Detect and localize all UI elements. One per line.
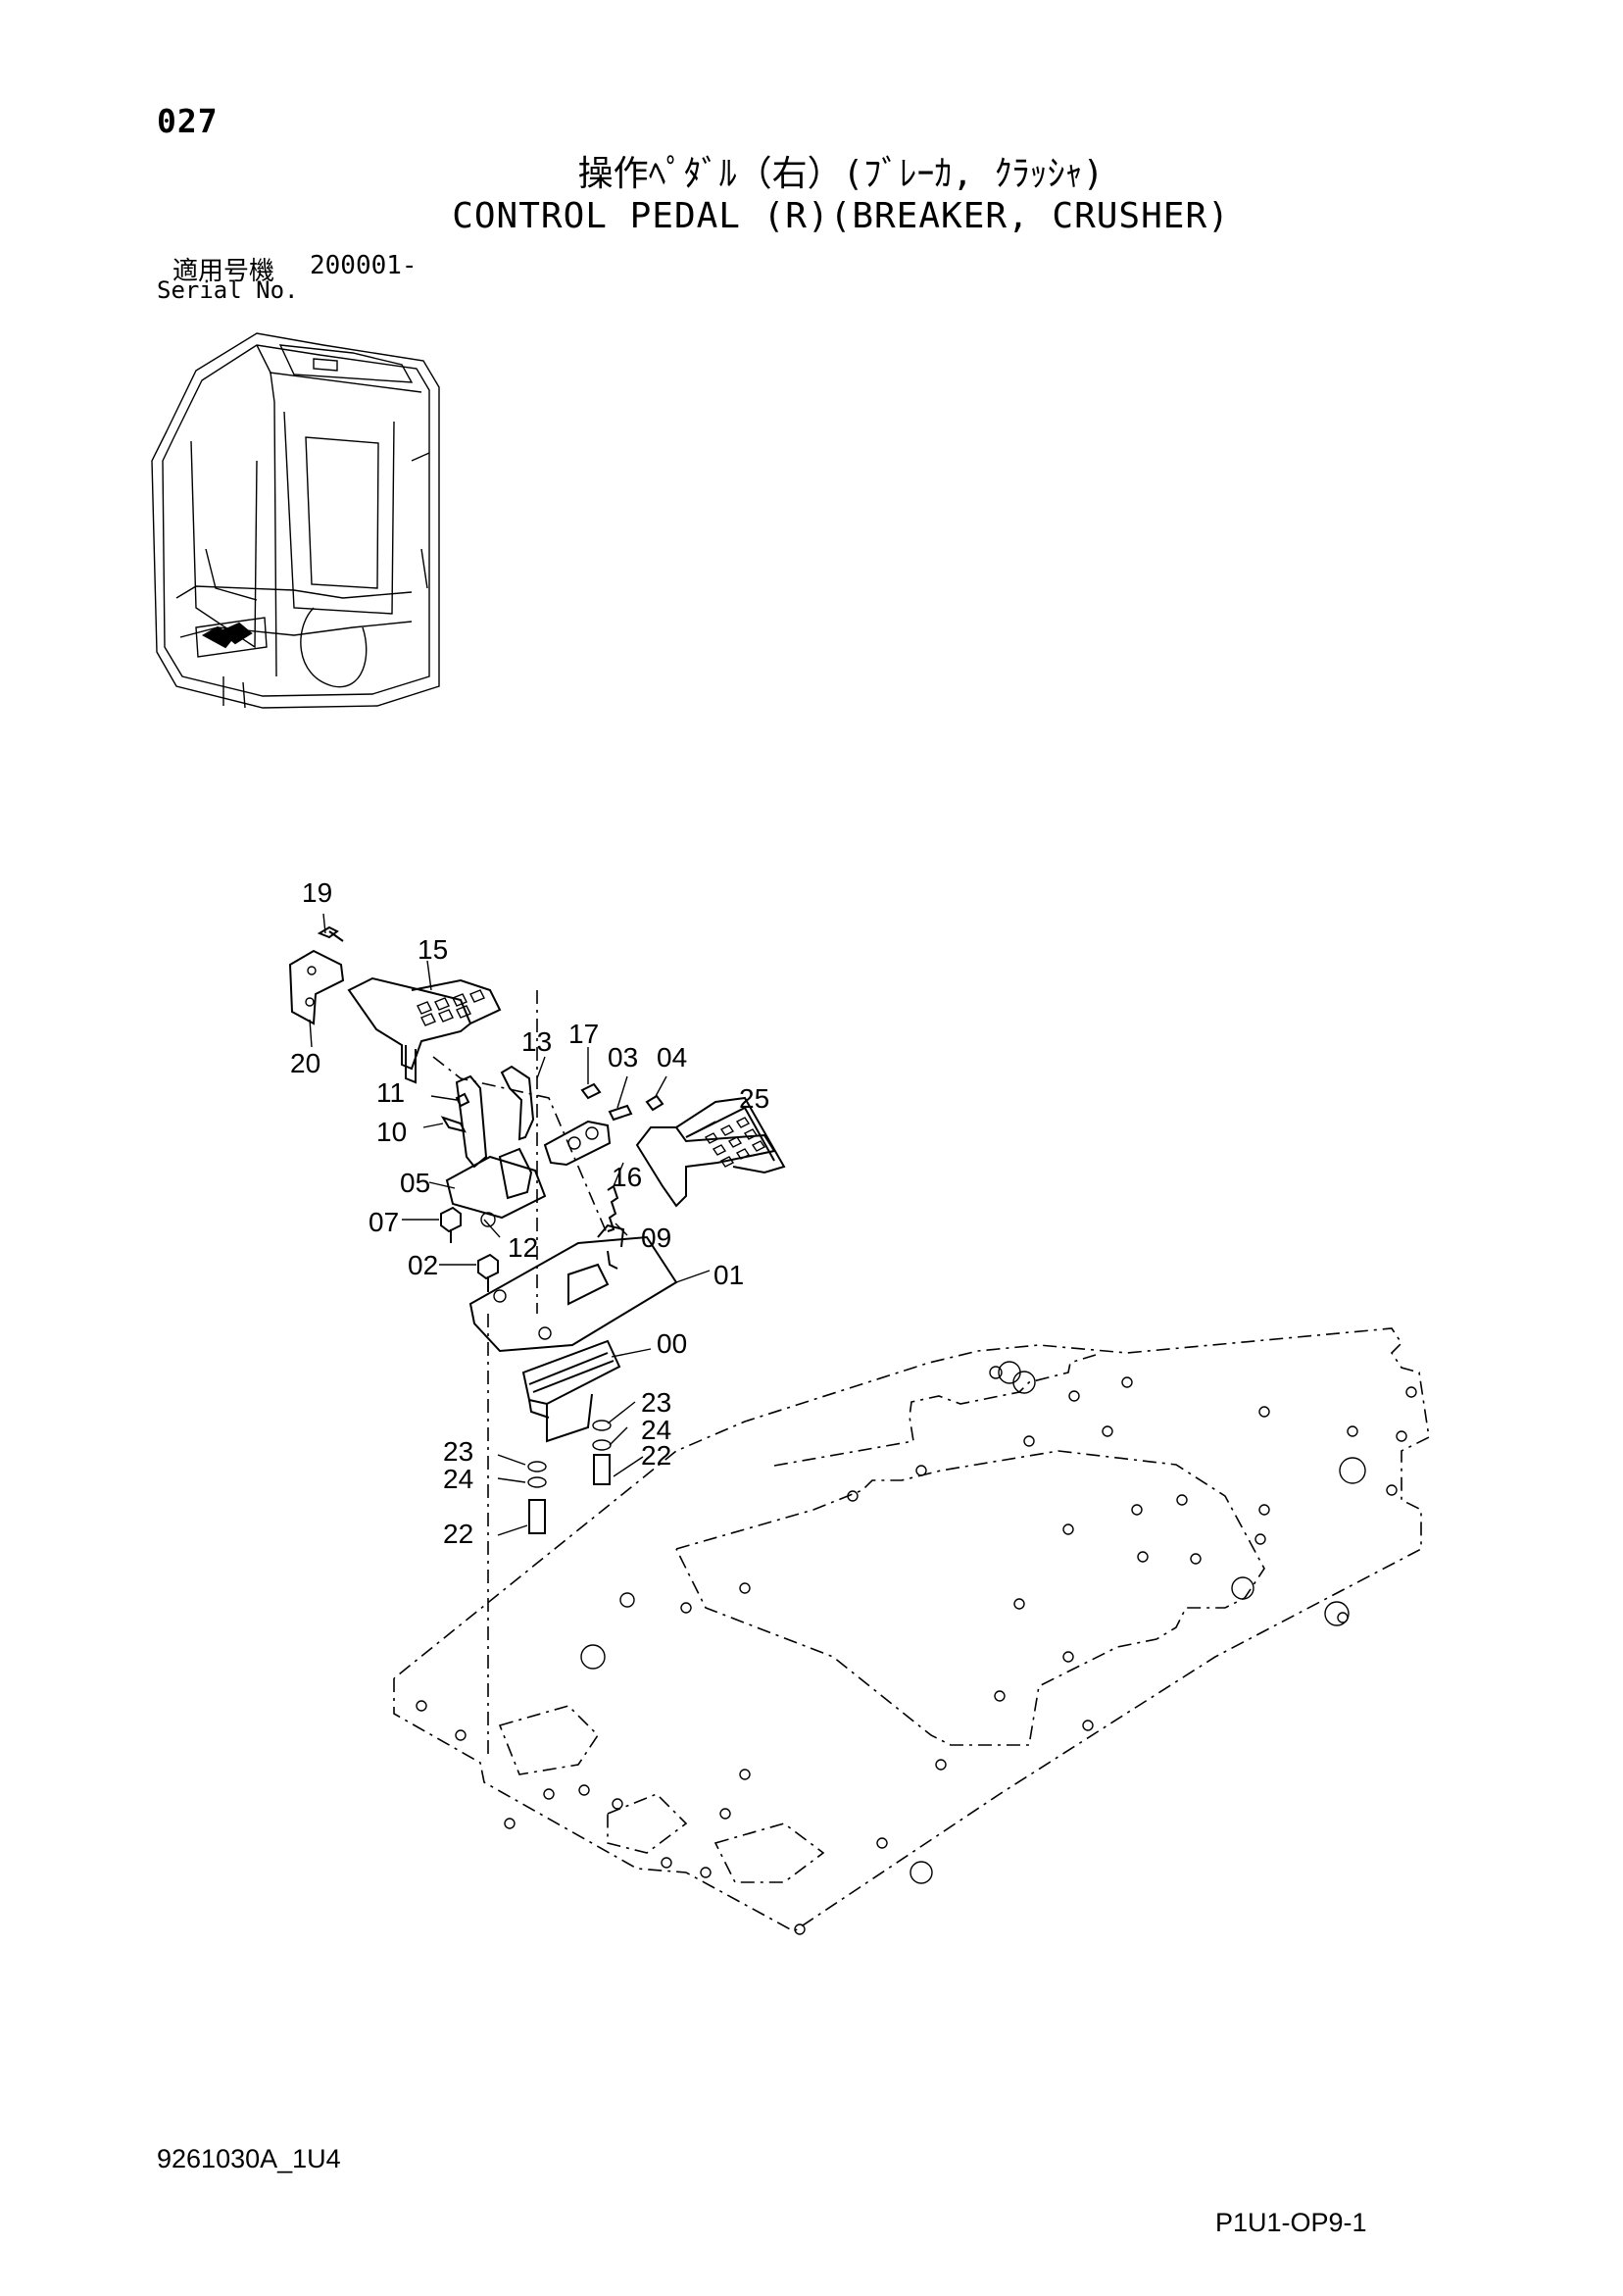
callout-09: 09	[641, 1223, 671, 1253]
callout-leaders	[309, 913, 716, 1536]
callout-22-right: 22	[641, 1440, 671, 1471]
callout-01: 01	[713, 1260, 744, 1290]
callout-00: 00	[657, 1328, 687, 1359]
callout-25: 25	[739, 1083, 769, 1114]
page-number: 027	[157, 102, 219, 140]
callout-13: 13	[521, 1026, 552, 1057]
callout-23-right: 23	[641, 1387, 671, 1418]
callout-10: 10	[376, 1117, 407, 1147]
callout-15: 15	[418, 934, 448, 965]
callout-20: 20	[290, 1048, 320, 1078]
callout-16: 16	[612, 1162, 642, 1192]
cab-location-thumbnail	[151, 332, 440, 709]
callout-labels: 19 15 20 13 17 03 04 25 11 10 16 05 07 1…	[290, 877, 769, 1549]
pedal-assembly	[288, 925, 786, 1534]
callout-02: 02	[408, 1250, 438, 1280]
callout-03: 03	[608, 1042, 638, 1073]
title-english: CONTROL PEDAL (R)(BREAKER, CRUSHER)	[452, 196, 1230, 236]
alignment-line-3	[432, 1056, 609, 1236]
callout-24-left: 24	[443, 1464, 473, 1494]
callout-24-right: 24	[641, 1415, 671, 1445]
pedal-highlight	[201, 622, 253, 649]
callout-07: 07	[369, 1207, 399, 1237]
callout-23-left: 23	[443, 1436, 473, 1467]
serial-label-japanese: 適用号機	[172, 257, 275, 286]
callout-19: 19	[302, 877, 332, 908]
floor-plate-outline	[393, 1327, 1430, 1935]
callout-22-left: 22	[443, 1519, 473, 1549]
page-reference: P1U1-OP9-1	[1215, 2208, 1367, 2237]
document-id: 9261030A_1U4	[157, 2144, 341, 2173]
serial-label-english: Serial No.	[157, 276, 299, 304]
serial-number-value: 200001-	[310, 251, 418, 280]
callout-17: 17	[568, 1019, 599, 1049]
callout-05: 05	[400, 1168, 430, 1198]
callout-11: 11	[376, 1077, 405, 1108]
title-japanese: 操作ﾍﾟﾀﾞﾙ（右）(ﾌﾞﾚｰｶ, ｸﾗｯｼｬ)	[577, 154, 1105, 194]
callout-12: 12	[508, 1232, 538, 1263]
callout-04: 04	[657, 1042, 687, 1073]
